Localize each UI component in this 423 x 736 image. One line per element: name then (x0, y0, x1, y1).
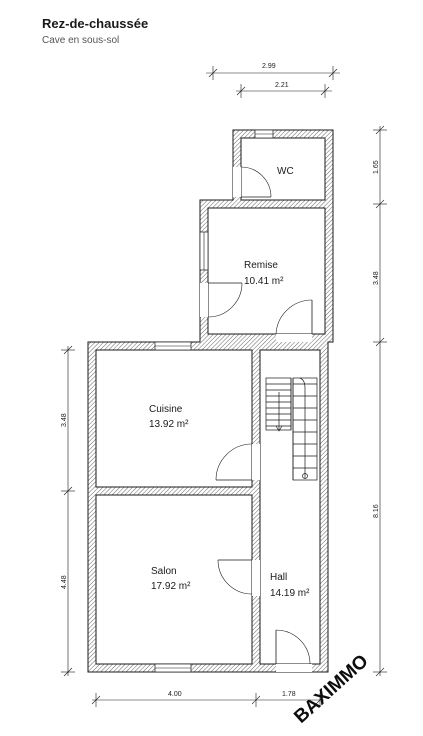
dim-left-top: 3.48 (61, 413, 68, 427)
room-area-remise: 10.41 m² (244, 276, 284, 287)
dim-top-inner: 2.21 (275, 82, 289, 89)
window-wc (254, 129, 274, 139)
dim-right-middle: 3.48 (373, 271, 380, 285)
room-label-cuisine: Cuisine (149, 404, 183, 415)
dim-bottom-right: 1.78 (282, 691, 296, 698)
staircase (265, 377, 318, 481)
window-remise (199, 231, 209, 271)
dim-right-top: 1.65 (373, 160, 380, 174)
page-subtitle: Cave en sous-sol (42, 35, 120, 46)
room-label-remise: Remise (244, 260, 278, 271)
room-label-hall: Hall (270, 572, 287, 583)
room-label-salon: Salon (151, 566, 177, 577)
room-area-cuisine: 13.92 m² (149, 419, 189, 430)
window-salon (154, 663, 192, 673)
window-cuisine (154, 341, 192, 351)
room-area-salon: 17.92 m² (151, 581, 191, 592)
door-wc (233, 166, 272, 198)
door-salon (217, 559, 260, 596)
room-area-hall: 14.19 m² (270, 588, 310, 599)
dim-bottom-left: 4.00 (168, 691, 182, 698)
dim-right-bottom: 8.16 (373, 504, 380, 518)
door-remise-side (200, 282, 243, 318)
watermark-baximmo: BAXIMMO (290, 651, 372, 728)
door-cuisine (215, 443, 260, 481)
door-entrance (275, 629, 312, 672)
dim-top-outer: 2.99 (262, 63, 276, 70)
door-remise-hall (275, 299, 313, 342)
dim-left-bottom: 4.48 (61, 575, 68, 589)
page-title: Rez-de-chaussée (42, 16, 149, 31)
room-label-wc: WC (277, 166, 294, 177)
